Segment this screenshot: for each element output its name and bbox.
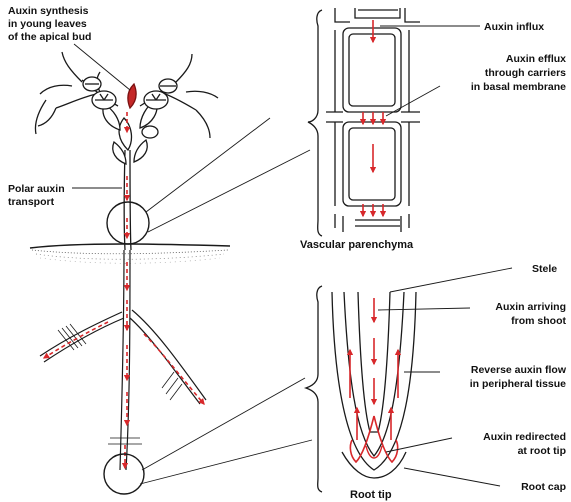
label-polar-line-1: Polar auxin xyxy=(8,183,65,195)
lateral-root-left xyxy=(40,312,122,356)
leader-rootcap xyxy=(404,468,500,486)
stem xyxy=(124,150,125,250)
caption-vascular-parenchyma: Vascular parenchyma xyxy=(300,239,414,251)
label-stele: Stele xyxy=(532,263,557,275)
label-efflux-line-1: Auxin efflux xyxy=(506,53,566,65)
label-redirected-line-1: Auxin redirected xyxy=(483,431,566,443)
vascular-parenchyma-detail xyxy=(308,8,420,236)
label-arriving: Auxin arriving from shoot xyxy=(495,301,566,327)
label-arriving-line-2: from shoot xyxy=(511,315,566,327)
stem-zoom-circle xyxy=(107,202,149,244)
connector-stem-top xyxy=(146,118,270,212)
label-efflux-line-3: in basal membrane xyxy=(471,81,566,93)
label-arriving-line-1: Auxin arriving xyxy=(495,301,566,313)
leaves-right xyxy=(140,54,218,138)
label-polar: Polar auxin transport xyxy=(8,183,65,208)
label-reverse-line-1: Reverse auxin flow xyxy=(471,364,567,376)
connector-root-top xyxy=(142,378,305,470)
roots xyxy=(40,250,206,470)
connector-stem-bottom xyxy=(148,150,310,232)
caption-root-tip: Root tip xyxy=(350,489,392,501)
label-redirected-line-2: at root tip xyxy=(518,445,566,457)
taproot xyxy=(120,250,124,470)
connector-root-bottom xyxy=(140,440,312,484)
label-polar-line-2: transport xyxy=(8,196,55,208)
label-efflux: Auxin efflux through carriers in basal m… xyxy=(471,53,566,93)
leader-arriving xyxy=(378,308,470,310)
label-synthesis: Auxin synthesis in young leaves of the a… xyxy=(8,5,91,43)
label-root-cap: Root cap xyxy=(521,481,566,493)
label-reverse-line-2: in peripheral tissue xyxy=(470,378,566,390)
root-auxin-arrows xyxy=(350,298,398,462)
lateral-root-right xyxy=(132,310,206,400)
label-influx: Auxin influx xyxy=(484,21,544,33)
label-reverse: Reverse auxin flow in peripheral tissue xyxy=(470,364,567,390)
leader-stele xyxy=(390,268,512,292)
label-synthesis-line-3: of the apical bud xyxy=(8,31,91,43)
label-redirected: Auxin redirected at root tip xyxy=(483,431,566,457)
stem-inner xyxy=(130,150,131,250)
root-tip-zoom-circle xyxy=(104,454,144,494)
leaves-left xyxy=(35,52,118,134)
label-efflux-line-2: through carriers xyxy=(485,67,566,79)
label-synthesis-line-1: Auxin synthesis xyxy=(8,5,89,17)
vascular-auxin-arrows xyxy=(363,20,383,216)
redirect-curve xyxy=(350,416,374,462)
root-tip-detail xyxy=(306,286,416,492)
leader-synthesis xyxy=(74,44,130,90)
label-synthesis-line-2: in young leaves xyxy=(8,18,87,30)
